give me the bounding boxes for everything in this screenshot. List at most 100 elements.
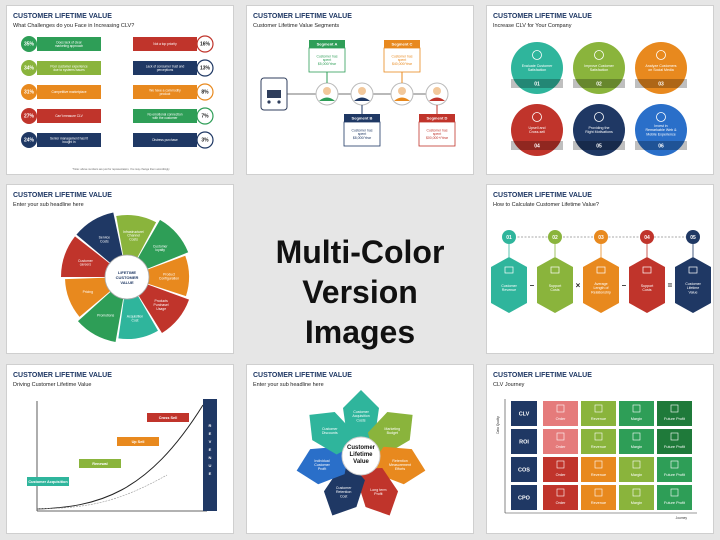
- step-circle: [686, 230, 700, 244]
- slide-subtitle: Enter your sub headline here: [13, 202, 84, 208]
- segment-name: Segment D: [427, 116, 448, 121]
- slide-subtitle: Enter your sub headline here: [253, 382, 324, 388]
- journey-cell-label: Revenue: [591, 417, 606, 421]
- driver-label-box: [27, 477, 69, 486]
- slide-title: CUSTOMER LIFETIME VALUE: [13, 192, 112, 199]
- challenge-left-box: [37, 37, 101, 51]
- step-number: 05: [690, 235, 696, 241]
- journey-cell-icon: [632, 488, 641, 497]
- slide-challenges[interactable]: CUSTOMER LIFETIME VALUE What Challenges …: [6, 5, 234, 175]
- strategy-circle: [573, 42, 625, 94]
- journey-cell-icon: [594, 404, 603, 413]
- step-operator: ×: [576, 281, 581, 290]
- wheel-segment-label: Promotions: [97, 313, 114, 317]
- journey-cell-label: Margin: [631, 473, 643, 477]
- journey-cell-icon: [556, 460, 565, 469]
- challenge-right-badge: [196, 83, 214, 101]
- driver-label: Customer Acquisition: [28, 480, 68, 484]
- journey-row-label: ROI: [519, 440, 529, 446]
- slide-title: CUSTOMER LIFETIME VALUE: [493, 13, 592, 20]
- driver-label-box: [79, 459, 121, 468]
- slide-subtitle: Customer Lifetime Value Segments: [253, 23, 340, 29]
- slide-flower[interactable]: CUSTOMER LIFETIME VALUE Enter your sub h…: [246, 364, 474, 534]
- challenge-right-pct: 8%: [201, 90, 209, 96]
- driver-label: Renewal: [92, 462, 107, 466]
- journey-cell-label: Order: [556, 417, 566, 421]
- wheel-segment: [77, 291, 124, 342]
- slide-title: CUSTOMER LIFETIME VALUE: [253, 13, 352, 20]
- strategy-num: 03: [658, 82, 664, 88]
- step-hexagon: [491, 257, 527, 313]
- journey-cell-icon: [632, 432, 641, 441]
- journey-cell-icon: [594, 488, 603, 497]
- y-axis-label: Data Quality: [496, 416, 500, 434]
- journey-cell-icon: [556, 432, 565, 441]
- strategy-circle: [635, 42, 687, 94]
- journey-cell-icon: [670, 432, 679, 441]
- strategy-num-band: [635, 141, 687, 150]
- slide-journey[interactable]: CUSTOMER LIFETIME VALUE CLV Journey Data…: [486, 364, 714, 534]
- driver-label: Up Sell: [132, 440, 145, 444]
- step-hexagon: [629, 257, 665, 313]
- journey-row-label: CLV: [519, 412, 530, 418]
- driver-label-box: [147, 413, 189, 422]
- slide-wheel[interactable]: CUSTOMER LIFETIME VALUE Enter your sub h…: [6, 184, 234, 354]
- challenge-left-box: [37, 61, 101, 75]
- strategy-icon: [594, 50, 604, 60]
- strategy-num: 06: [658, 144, 664, 150]
- challenge-left-badge: [21, 132, 37, 148]
- slide-subtitle: Driving Customer Lifetime Value: [13, 382, 92, 388]
- strategy-circle: [635, 104, 687, 156]
- step-operator: =: [668, 281, 673, 290]
- wheel-segment: [147, 255, 189, 297]
- slide-increase-clv[interactable]: CUSTOMER LIFETIME VALUE Increase CLV for…: [486, 5, 714, 175]
- wheel-segment: [61, 236, 110, 277]
- strategy-num-band: [511, 79, 563, 88]
- strategy-circle: [511, 42, 563, 94]
- slide-segments[interactable]: CUSTOMER LIFETIME VALUE Customer Lifetim…: [246, 5, 474, 175]
- segment-header: [309, 40, 345, 48]
- wheel-segment: [65, 277, 111, 317]
- petal-shape: [357, 467, 399, 516]
- step-number: 04: [644, 235, 650, 241]
- journey-row-header: [511, 457, 537, 482]
- slide-driving[interactable]: CUSTOMER LIFETIME VALUE Driving Customer…: [6, 364, 234, 534]
- step-number: 01: [506, 235, 512, 241]
- challenge-left-pct: 34%: [24, 66, 35, 72]
- strategy-num-band: [635, 79, 687, 88]
- challenge-left-badge: [21, 36, 37, 52]
- strategy-num: 04: [534, 144, 540, 150]
- strategy-icon: [656, 112, 666, 122]
- slide-subtitle: How to Calculate Customer Lifetime Value…: [493, 202, 599, 208]
- journey-cell-icon: [556, 488, 565, 497]
- slide-title: CUSTOMER LIFETIME VALUE: [493, 372, 592, 379]
- slide-calculate[interactable]: CUSTOMER LIFETIME VALUE How to Calculate…: [486, 184, 714, 354]
- challenge-right-box: [133, 37, 197, 51]
- strategy-num: 01: [534, 82, 540, 88]
- strategy-num-band: [573, 79, 625, 88]
- step-hexagon: [583, 257, 619, 313]
- journey-row-header: [511, 429, 537, 454]
- journey-cell-label: Margin: [631, 445, 643, 449]
- strategy-circle: [573, 104, 625, 156]
